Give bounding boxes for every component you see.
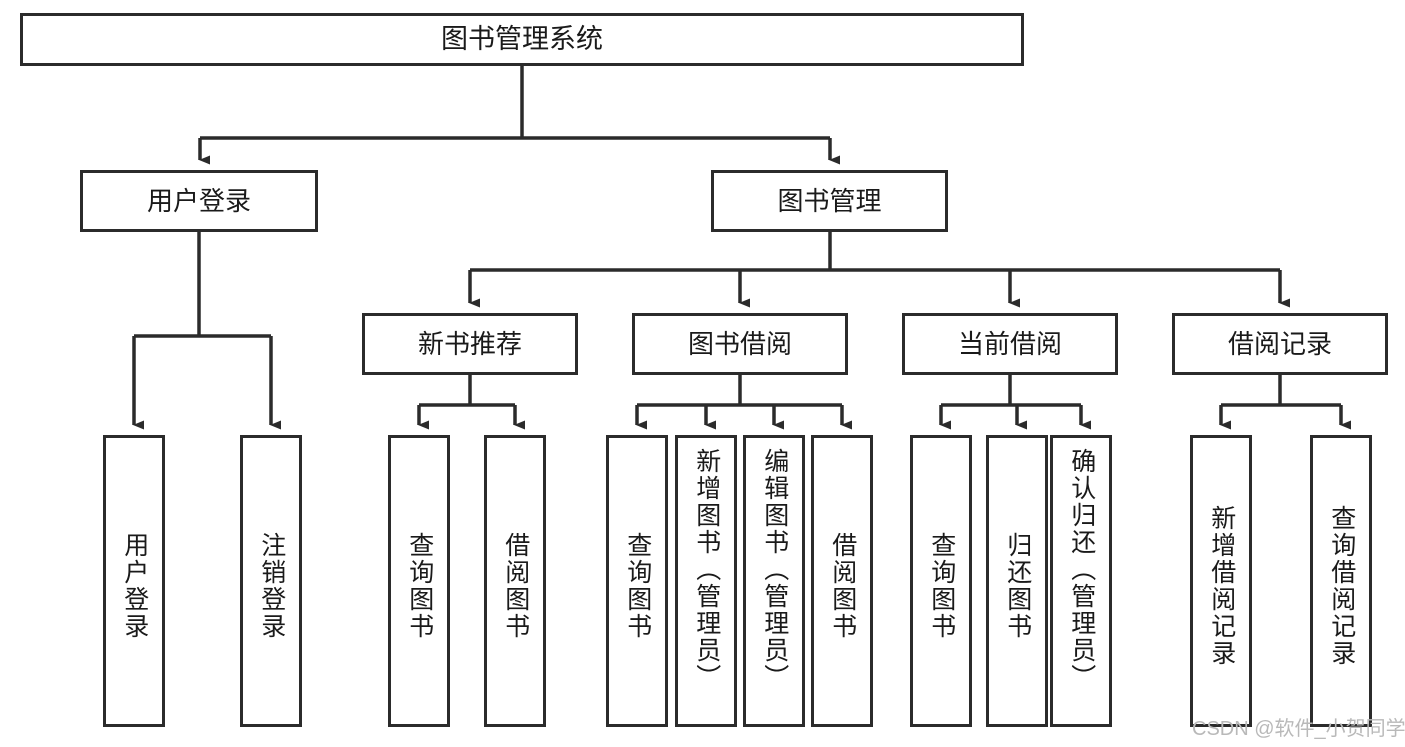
node-book-borrow[interactable]: 图书借阅	[632, 313, 848, 375]
node-user-login-label: 用户登录	[146, 185, 251, 216]
node-new-book-recommend-label: 新书推荐	[417, 328, 522, 359]
node-leaf-query-book-3-label: 查询图书	[927, 532, 956, 640]
node-leaf-borrow-book-1[interactable]: 借阅图书	[484, 435, 546, 727]
node-leaf-user-login[interactable]: 用户登录	[103, 435, 165, 727]
node-leaf-user-logout-label: 注销登录	[257, 532, 286, 640]
node-root-label: 图书管理系统	[441, 23, 603, 54]
node-leaf-edit-book[interactable]: 编辑图书（管理员）	[743, 435, 805, 727]
node-book-manage[interactable]: 图书管理	[711, 170, 948, 232]
node-leaf-borrow-book-2[interactable]: 借阅图书	[811, 435, 873, 727]
node-leaf-return-book-label: 归还图书	[1003, 532, 1032, 640]
node-current-borrow[interactable]: 当前借阅	[902, 313, 1118, 375]
node-root[interactable]: 图书管理系统	[20, 13, 1024, 66]
node-leaf-query-book-2-label: 查询图书	[623, 532, 652, 640]
node-borrow-record[interactable]: 借阅记录	[1172, 313, 1388, 375]
node-current-borrow-label: 当前借阅	[957, 328, 1062, 359]
node-leaf-return-book[interactable]: 归还图书	[986, 435, 1048, 727]
node-leaf-user-logout[interactable]: 注销登录	[240, 435, 302, 727]
node-leaf-add-book-label: 新增图书（管理员）	[692, 448, 721, 691]
node-leaf-query-book-1-label: 查询图书	[405, 532, 434, 640]
node-leaf-confirm-return[interactable]: 确认归还（管理员）	[1050, 435, 1112, 727]
node-leaf-borrow-book-2-label: 借阅图书	[828, 532, 857, 640]
node-leaf-add-book[interactable]: 新增图书（管理员）	[675, 435, 737, 727]
node-leaf-query-record[interactable]: 查询借阅记录	[1310, 435, 1372, 727]
node-borrow-record-label: 借阅记录	[1227, 328, 1332, 359]
node-leaf-confirm-return-label: 确认归还（管理员）	[1067, 448, 1096, 691]
node-user-login[interactable]: 用户登录	[80, 170, 318, 232]
node-leaf-add-record[interactable]: 新增借阅记录	[1190, 435, 1252, 727]
node-leaf-query-book-1[interactable]: 查询图书	[388, 435, 450, 727]
node-leaf-borrow-book-1-label: 借阅图书	[501, 532, 530, 640]
node-book-manage-label: 图书管理	[777, 185, 882, 216]
node-leaf-query-record-label: 查询借阅记录	[1327, 505, 1356, 667]
node-leaf-add-record-label: 新增借阅记录	[1207, 505, 1236, 667]
node-book-borrow-label: 图书借阅	[687, 328, 792, 359]
node-leaf-query-book-2[interactable]: 查询图书	[606, 435, 668, 727]
node-new-book-recommend[interactable]: 新书推荐	[362, 313, 578, 375]
node-leaf-query-book-3[interactable]: 查询图书	[910, 435, 972, 727]
node-leaf-edit-book-label: 编辑图书（管理员）	[760, 448, 789, 691]
node-leaf-user-login-label: 用户登录	[120, 532, 149, 640]
